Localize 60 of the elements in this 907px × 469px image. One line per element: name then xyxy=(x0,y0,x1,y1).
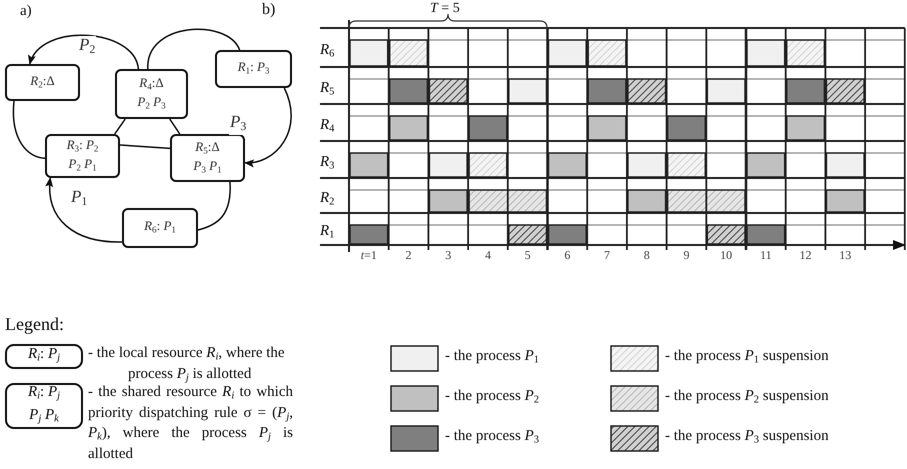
node-text: P$_{2}$ P$_{3}$ xyxy=(137,94,166,112)
legend-text: - the process P$_{3}$ suspension xyxy=(665,428,829,446)
tick-label: 7 xyxy=(604,248,610,263)
legend-text: - the process P$_{2}$ xyxy=(445,388,539,406)
tick-label: t=1 xyxy=(360,248,377,263)
arrow xyxy=(244,88,292,167)
connector-line xyxy=(120,144,170,150)
row-label: R$_{5}$ xyxy=(320,80,334,98)
node-text: R$_{i}$: P$_{j}$ xyxy=(28,345,60,366)
node-text: R$_{i}$: P$_{j}$ xyxy=(28,383,60,404)
node-text: P$_{2}$ P$_{1}$ xyxy=(68,156,97,174)
connector-line xyxy=(198,182,231,231)
resource-box xyxy=(215,50,292,88)
legend-text: - the process P$_{1}$ xyxy=(445,348,539,366)
tick-label: 12 xyxy=(800,248,812,263)
node-text: R$_{2}$:Δ xyxy=(30,72,55,92)
resource-box xyxy=(115,69,188,119)
arrow xyxy=(29,34,140,70)
node-text: R$_{4}$:Δ xyxy=(139,74,164,93)
row-label: R$_{6}$ xyxy=(320,42,334,60)
row-label: R$_{2}$ xyxy=(320,190,334,208)
legend-description: - the shared resource R$_{i}$ to which priority dispatching rule σ = (P$_{j}$, P$_{k}$), where the process P$_{j}$ is allotted xyxy=(88,384,293,463)
node-text: R$_{6}$: P$_{1}$ xyxy=(144,218,176,237)
tick-label: 5 xyxy=(524,248,531,263)
arrow xyxy=(46,177,122,243)
legend-title: Legend: xyxy=(5,314,64,335)
tick-label: 9 xyxy=(683,248,690,263)
node-text: R$_{5}$:Δ xyxy=(195,138,220,157)
resource-box xyxy=(122,208,198,248)
panel-label: b) xyxy=(262,1,276,19)
node-text: P$_{3}$ P$_{1}$ xyxy=(193,158,222,176)
connector-line xyxy=(147,28,240,70)
tick-label: 6 xyxy=(564,248,570,263)
tick-label: 13 xyxy=(839,248,852,263)
connector-line xyxy=(12,100,46,159)
resource-box xyxy=(170,134,245,182)
tick-label: 8 xyxy=(644,248,650,263)
tick-label: 11 xyxy=(760,248,772,263)
edge-label: P$_{3}$ xyxy=(229,113,248,135)
panel-label: a) xyxy=(20,3,32,20)
row-label: R$_{4}$ xyxy=(320,116,334,134)
resource-box xyxy=(45,134,120,178)
row-label: R$_{1}$ xyxy=(320,223,334,241)
legend-resource-box xyxy=(5,383,83,429)
connector-line xyxy=(114,118,126,134)
tick-label: 2 xyxy=(406,248,412,263)
tick-label: 10 xyxy=(720,248,732,263)
row-label: R$_{3}$ xyxy=(320,154,334,172)
tick-label: 4 xyxy=(484,248,491,263)
tick-label: 3 xyxy=(445,248,452,263)
resource-box xyxy=(5,64,80,101)
legend-text: - the process P$_{1}$ suspension xyxy=(665,348,829,366)
connector-line xyxy=(169,118,180,134)
node-text: R$_{3}$: P$_{2}$ xyxy=(66,136,98,155)
legend-text: - the process P$_{3}$ xyxy=(445,428,539,446)
node-text: R$_{1}$: P$_{3}$ xyxy=(238,59,270,78)
legend-text: - the process P$_{2}$ suspension xyxy=(665,388,829,406)
period-label: T = 5 xyxy=(430,1,460,17)
node-text: P$_{j}$ P$_{k}$ xyxy=(29,406,59,427)
legend-resource-box xyxy=(5,344,83,369)
